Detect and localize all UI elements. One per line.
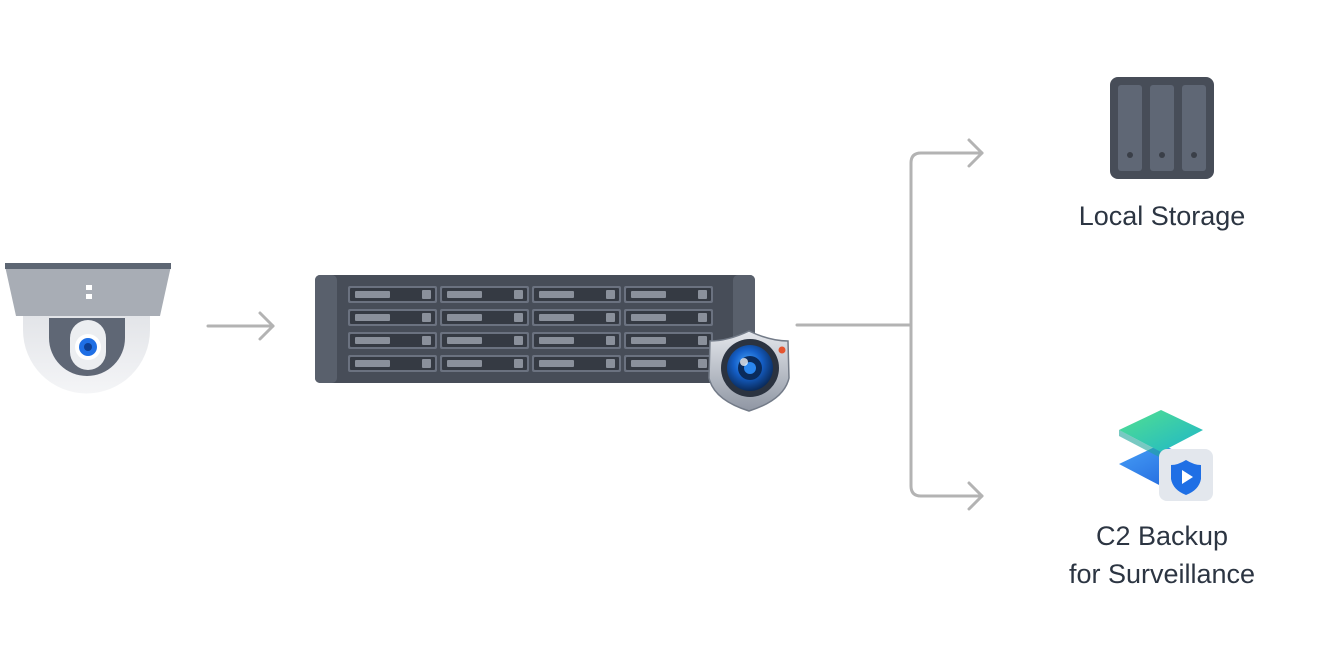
- drive-bay: [532, 355, 621, 372]
- drive-bay: [532, 286, 621, 303]
- drive-bay: [440, 309, 529, 326]
- drive-bay: [624, 286, 713, 303]
- surveillance-station-icon: [708, 330, 790, 412]
- drive-bay: [624, 355, 713, 372]
- c2-backup-label-line2: for Surveillance: [1068, 559, 1256, 589]
- drive-bay: [348, 332, 437, 349]
- dome-camera-icon: [5, 263, 171, 394]
- drive-bay: [440, 355, 529, 372]
- drive-bay: [624, 332, 713, 349]
- arrow-to-local-storage: [967, 138, 984, 168]
- drive-bay: [348, 309, 437, 326]
- drive-bay: [348, 355, 437, 372]
- c2-backup-label-line1: C2 Backup: [1095, 521, 1229, 551]
- drive-bay: [624, 309, 713, 326]
- arrow-to-c2-backup: [967, 481, 984, 511]
- drive-bay: [440, 286, 529, 303]
- drive-bays: [348, 286, 713, 372]
- drive-bay: [532, 332, 621, 349]
- drive-bay: [440, 332, 529, 349]
- rackmount-nas-icon: [315, 275, 755, 383]
- c2-backup-surveillance-icon: [1119, 410, 1213, 501]
- local-storage-label: Local Storage: [1078, 201, 1246, 231]
- arrow-camera-to-nvr: [206, 311, 275, 341]
- drive-bay: [348, 286, 437, 303]
- drive-bay: [532, 309, 621, 326]
- nas-tower-icon: [1110, 77, 1214, 179]
- arrow-nvr-branch: [795, 151, 984, 498]
